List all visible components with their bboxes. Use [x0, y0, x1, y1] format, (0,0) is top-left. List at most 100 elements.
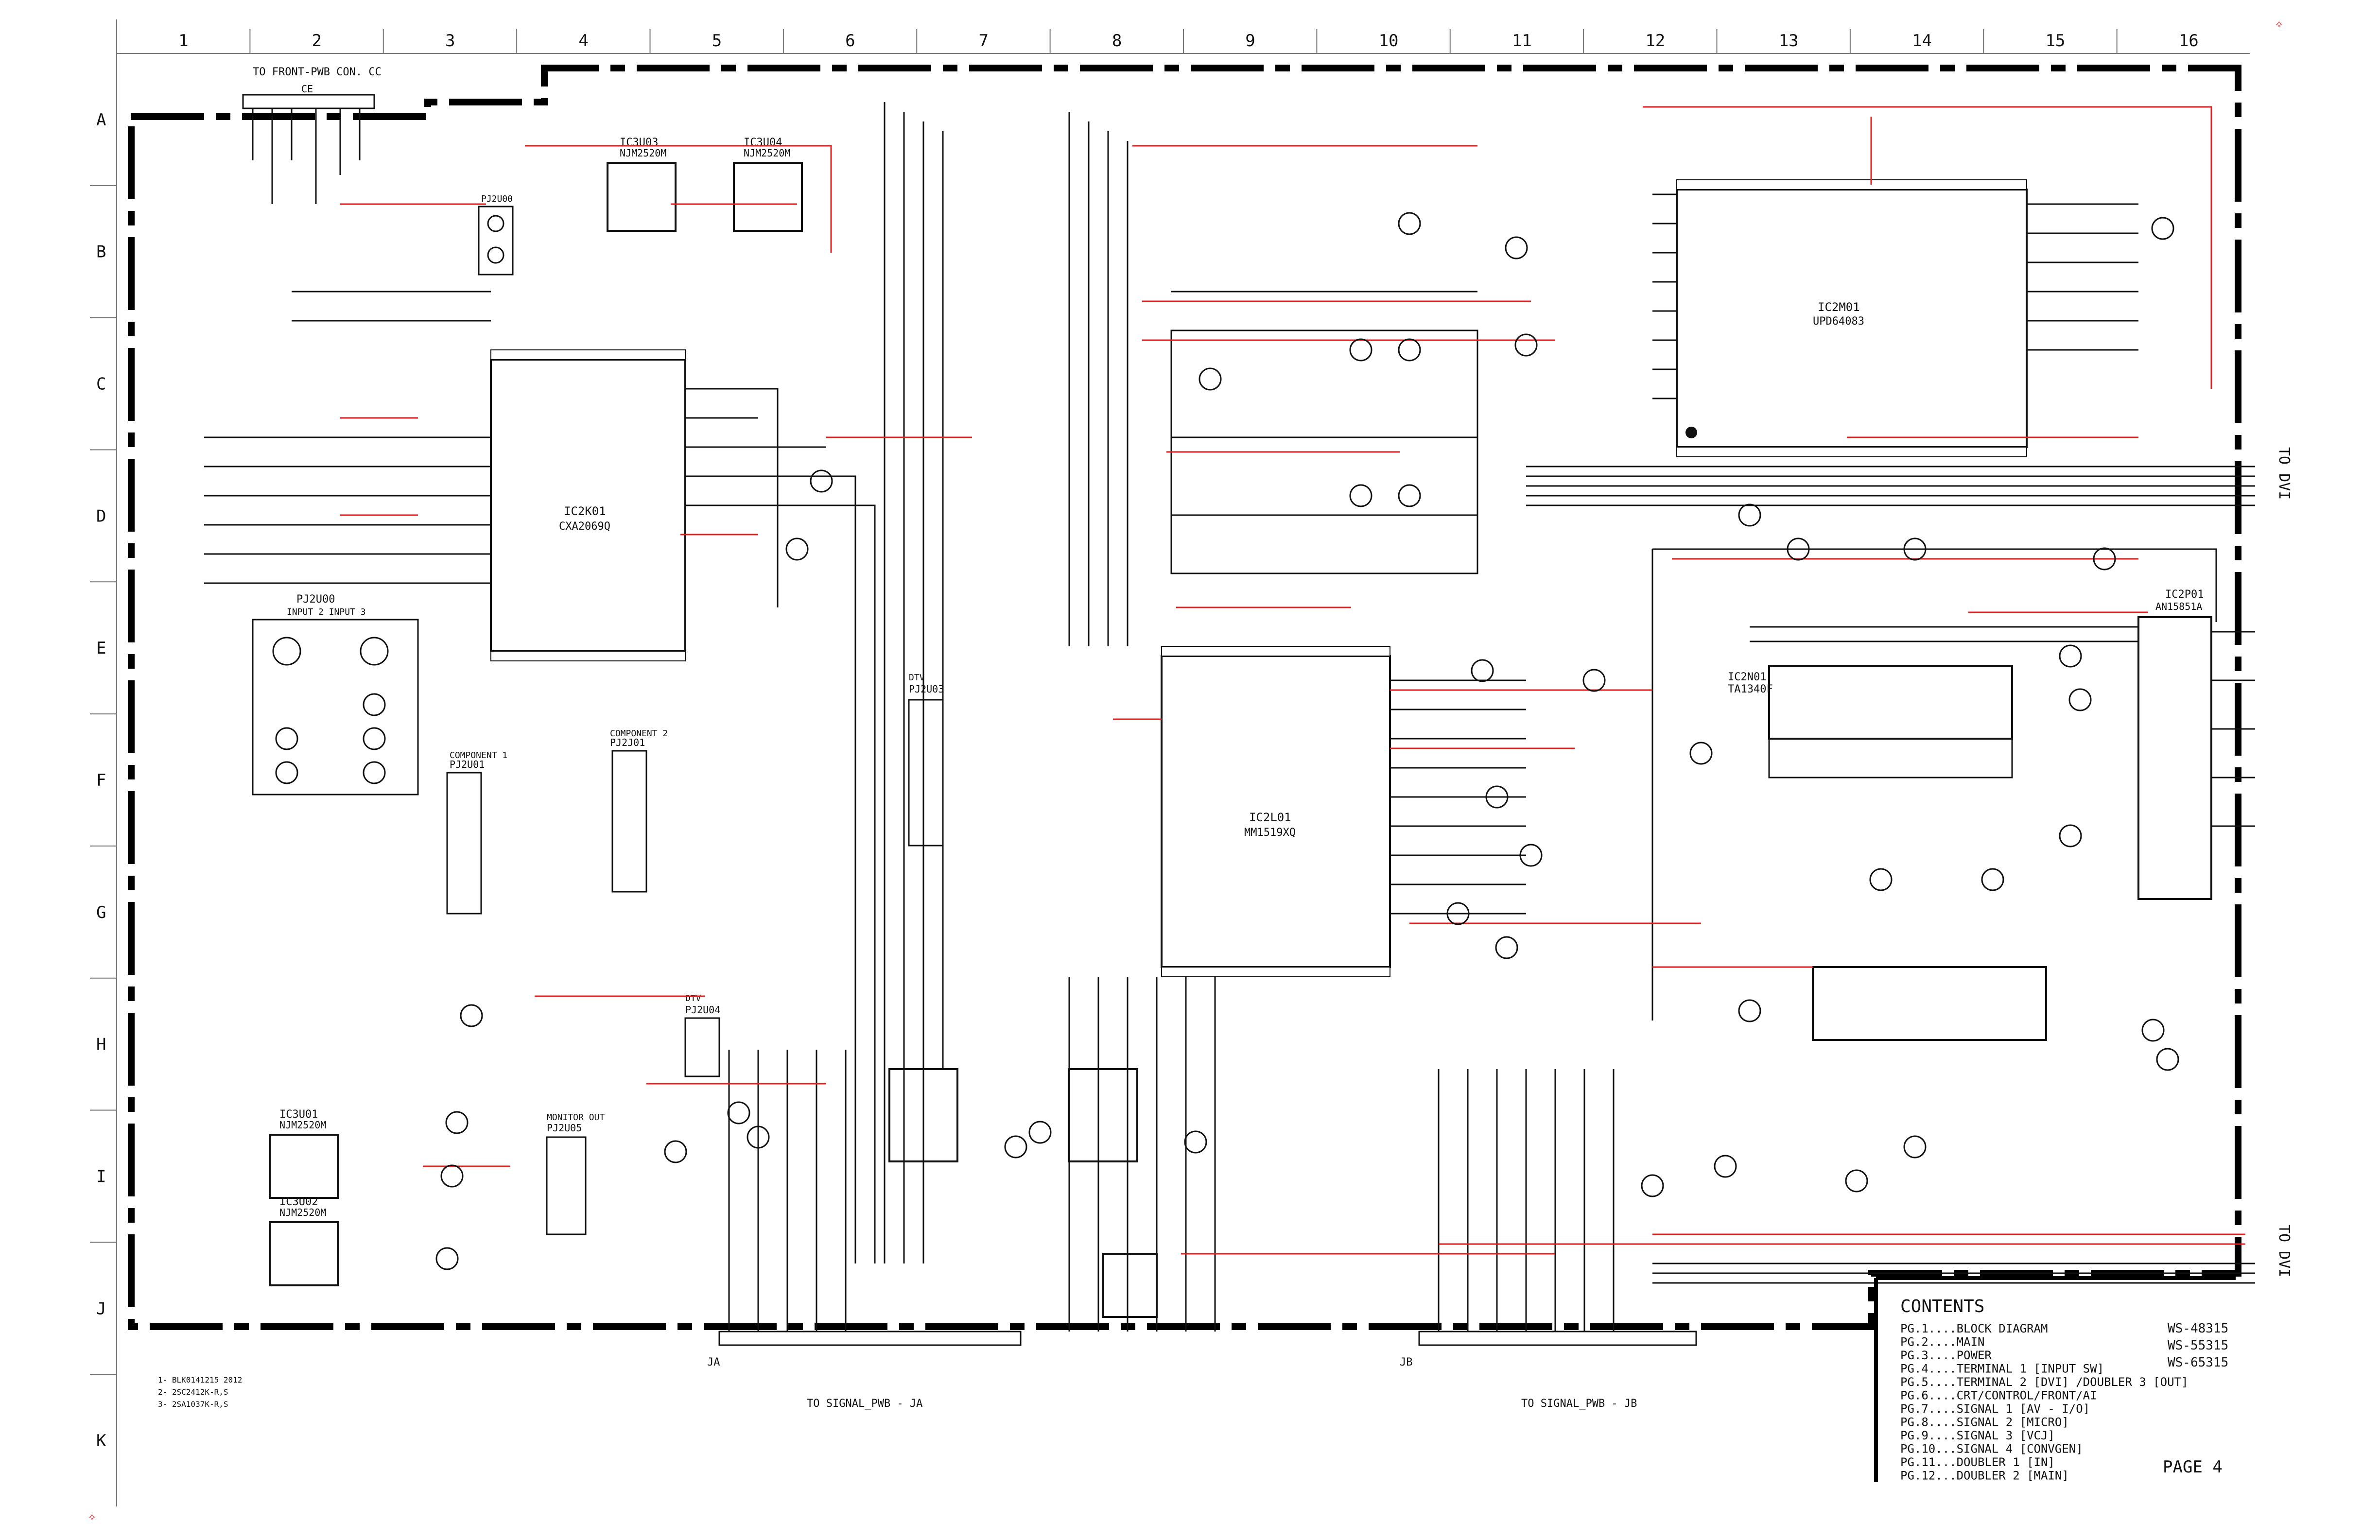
- grid-column-label: 3: [445, 31, 455, 51]
- ic2p01-ref: IC2P01: [2165, 588, 2204, 601]
- contents-page-entry: PG.6....CRT/CONTROL/FRONT/AI: [1900, 1389, 2097, 1402]
- pj2j01-note: COMPONENT 2: [610, 728, 668, 739]
- corner-mark-tr: ✧: [2275, 18, 2283, 31]
- jack-pj2u00-top: PJ2U00: [478, 194, 514, 276]
- ic2k01: IC2K01 CXA2069Q: [490, 349, 686, 661]
- pj2u03-ref: PJ2U03: [909, 683, 944, 695]
- pj2u00-note: INPUT 2 INPUT 3: [287, 607, 366, 617]
- ic2m01-ref: IC2M01: [1818, 300, 1860, 314]
- grid-column-label: 1: [178, 31, 188, 51]
- grid-column-label: 10: [1379, 31, 1399, 51]
- front-pwb-label: TO FRONT-PWB CON. CC: [253, 66, 382, 78]
- contents-page-entry: PG.8....SIGNAL 2 [MICRO]: [1900, 1416, 2069, 1429]
- ic3u04: IC3U04 NJM2520M: [733, 137, 803, 232]
- model-1: WS-48315: [2168, 1321, 2228, 1336]
- grid-column-label: 13: [1779, 31, 1799, 51]
- pj2u03-note: DTV: [909, 673, 925, 683]
- contents-page-entry: PG.2....MAIN: [1900, 1335, 1984, 1349]
- grid-column-label: 4: [578, 31, 588, 51]
- grid-row-label: E: [96, 639, 106, 658]
- grid-column-label: 14: [1912, 31, 1932, 51]
- grid-row-label: F: [96, 771, 106, 790]
- grid-row-label: A: [96, 110, 106, 130]
- jack-pj2j01: COMPONENT 2 PJ2J01: [610, 728, 668, 893]
- to-dvi-lower: TO DVI: [2276, 1225, 2293, 1277]
- ic2p02: [1812, 966, 2047, 1041]
- contents-page-entry: PG.1....BLOCK DIAGRAM: [1900, 1322, 2048, 1335]
- ic2k01-part: CXA2069Q: [559, 520, 610, 533]
- contents-page-entry: PG.12...DOUBLER 2 [MAIN]: [1900, 1469, 2069, 1483]
- ic3u02-ref: IC3U02: [279, 1196, 318, 1208]
- ic3u01-ref: IC3U01: [279, 1108, 318, 1121]
- grid-row-label: K: [96, 1431, 106, 1451]
- ic3u03: IC3U03 NJM2520M: [607, 137, 677, 232]
- jb-name: JB: [1400, 1356, 1413, 1368]
- grid-column-label: 11: [1512, 31, 1532, 51]
- pj2u01-note: COMPONENT 1: [450, 750, 507, 761]
- grid-column-label: 12: [1645, 31, 1665, 51]
- grid-row-label: D: [96, 506, 106, 526]
- contents-page-entry: PG.3....POWER: [1900, 1349, 1992, 1362]
- contents-page-entry: PG.4....TERMINAL 1 [INPUT_SW]: [1900, 1362, 2104, 1376]
- front-pwb-name: CE: [301, 83, 313, 95]
- ic2l01-ref: IC2L01: [1249, 811, 1291, 824]
- grid-column-label: 5: [712, 31, 722, 51]
- contents-page-entry: PG.5....TERMINAL 2 [DVI] /DOUBLER 3 [OUT…: [1900, 1375, 2188, 1389]
- ic2q02: [1068, 1068, 1138, 1162]
- ic2l01-part: MM1519XQ: [1244, 827, 1296, 839]
- jack-pj2u03: DTV PJ2U03: [908, 673, 944, 847]
- page-label: PAGE 4: [2163, 1457, 2223, 1477]
- grid-row-label: B: [96, 242, 106, 262]
- ic2n01: IC2N01 TA1340F: [1728, 665, 2013, 740]
- front-pwb-connector: TO FRONT-PWB CON. CC CE: [242, 66, 382, 204]
- grid-column-label: 6: [845, 31, 855, 51]
- grid-column-label: 16: [2179, 31, 2199, 51]
- note-2: 2- 2SC2412K-R,S: [158, 1387, 228, 1397]
- model-3: WS-65315: [2168, 1355, 2228, 1370]
- parts-notes: 1- BLK0141215 2012 2- 2SC2412K-R,S 3- 2S…: [158, 1375, 242, 1409]
- transistors: [435, 212, 2179, 1270]
- ic2m01-part: UPD64083: [1813, 315, 1864, 328]
- ic3u02-part: NJM2520M: [279, 1207, 326, 1218]
- grid-column-label: 2: [312, 31, 322, 51]
- ic3u04-ref: IC3U04: [744, 137, 782, 149]
- note-1: 1- BLK0141215 2012: [158, 1375, 242, 1384]
- ja-label: TO SIGNAL_PWB - JA: [807, 1398, 922, 1410]
- to-dvi-upper: TO DVI: [2276, 447, 2293, 500]
- ic3u03-ref: IC3U03: [620, 137, 658, 149]
- pj2u04-ref: PJ2U04: [685, 1004, 720, 1016]
- jack-pj2u00: PJ2U00 INPUT 2 INPUT 3: [252, 593, 419, 796]
- pj2u05-note: MONITOR OUT: [547, 1112, 605, 1123]
- contents-block: CONTENTS PG.1....BLOCK DIAGRAMPG.2....MA…: [1874, 1276, 2236, 1483]
- connector-jb: JB TO SIGNAL_PWB - JB: [1400, 1331, 1697, 1410]
- ic2m01: IC2M01 UPD64083: [1676, 179, 2028, 457]
- note-3: 3- 2SA1037K-R,S: [158, 1400, 228, 1409]
- ic3u04-part: NJM2520M: [744, 147, 790, 159]
- grid-column-label: 9: [1245, 31, 1255, 51]
- wiring-black: [204, 102, 2255, 1332]
- grid-row-label: C: [96, 375, 106, 394]
- model-2: WS-55315: [2168, 1338, 2228, 1353]
- ic2l01: IC2L01 MM1519XQ: [1161, 646, 1391, 977]
- grid-row-label: G: [96, 903, 106, 922]
- ic3u01-part: NJM2520M: [279, 1119, 326, 1131]
- jack-pj2u04: DTV PJ2U04: [684, 993, 720, 1077]
- pj2u04-note: DTV: [685, 993, 701, 1004]
- pj2u00-ref: PJ2U00: [296, 593, 335, 606]
- jack-pj2u01: COMPONENT 1 PJ2U01: [446, 750, 507, 915]
- grid-row-label: I: [96, 1167, 106, 1186]
- pj2j01-ref: PJ2J01: [610, 737, 645, 748]
- pj2u01-ref: PJ2U01: [450, 759, 485, 770]
- pj2u05-ref: PJ2U05: [547, 1122, 582, 1134]
- grid-row-label: H: [96, 1035, 106, 1055]
- ic3u02: IC3U02 NJM2520M: [269, 1196, 339, 1286]
- jack-pj2u05: MONITOR OUT PJ2U05: [546, 1112, 605, 1235]
- connector-ja: JA TO SIGNAL_PWB - JA: [707, 1331, 1022, 1410]
- contents-title: CONTENTS: [1900, 1297, 1984, 1316]
- grid-row-label: J: [96, 1299, 106, 1318]
- ic2k01-ref: IC2K01: [564, 504, 606, 518]
- contents-page-entry: PG.9....SIGNAL 3 [VCJ]: [1900, 1429, 2055, 1442]
- ic2n01-ref: IC2N01: [1728, 671, 1766, 683]
